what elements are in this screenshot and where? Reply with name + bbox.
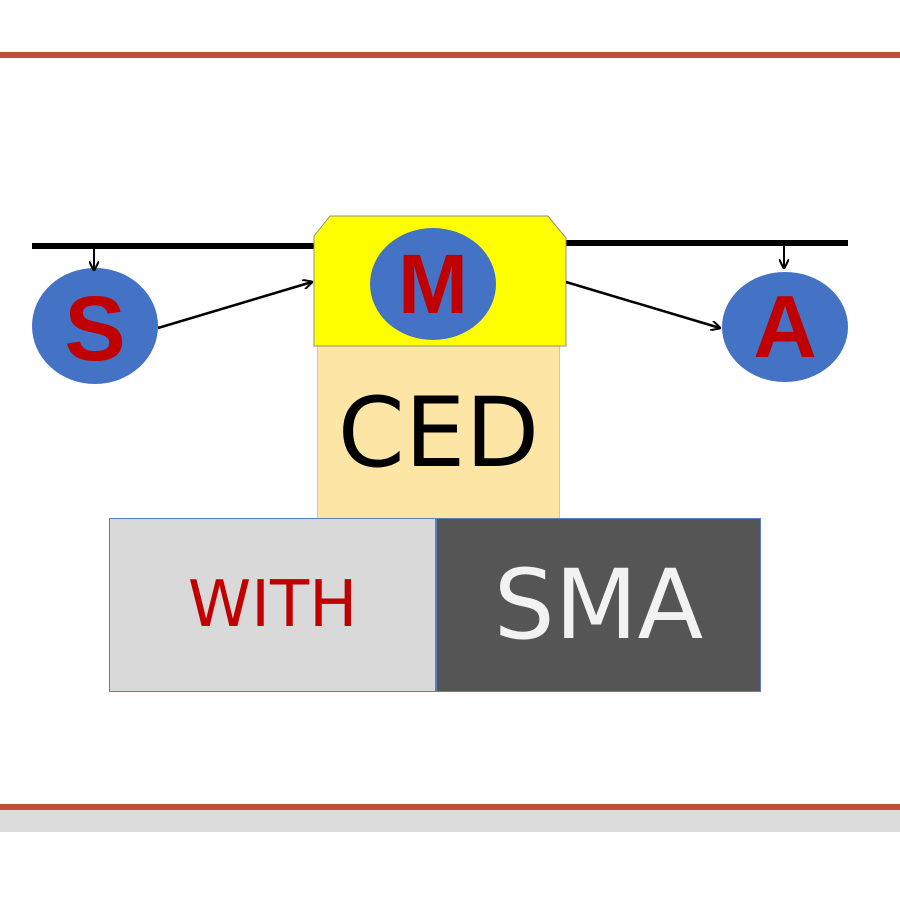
- with-text: WITH: [187, 568, 358, 642]
- sma-box: SMA: [436, 518, 761, 692]
- m-letter: M: [398, 236, 468, 331]
- bottom-divider: [0, 804, 900, 810]
- left-beam: [32, 243, 315, 249]
- sma-text: SMA: [493, 549, 704, 661]
- m-to-a-arrow: [565, 280, 720, 328]
- top-divider: [0, 52, 900, 58]
- a-circle: A: [722, 272, 848, 382]
- m-circle: M: [370, 228, 496, 340]
- with-box: WITH: [109, 518, 436, 692]
- s-circle: S: [32, 268, 158, 384]
- s-letter: S: [64, 277, 126, 380]
- s-to-m-arrow: [157, 282, 312, 330]
- ced-block: CED: [317, 345, 560, 520]
- right-beam: [565, 240, 848, 246]
- bottom-band: [0, 810, 900, 832]
- ced-text: CED: [337, 376, 540, 489]
- a-letter: A: [753, 277, 817, 376]
